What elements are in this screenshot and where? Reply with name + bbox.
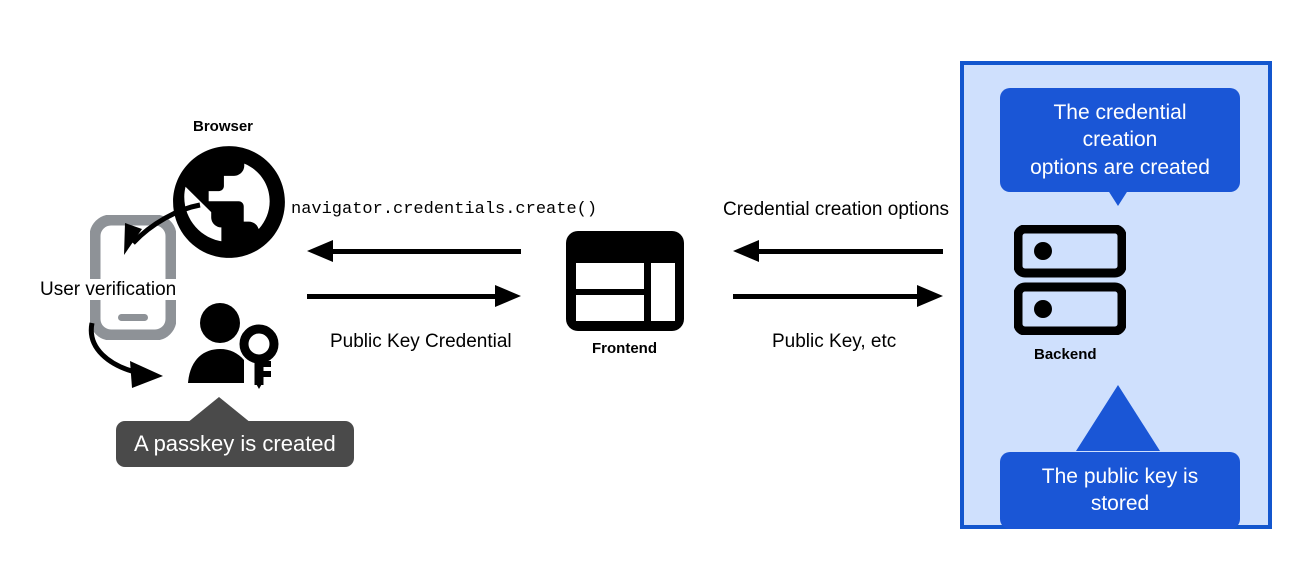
passkey-tooltip: A passkey is created — [116, 421, 354, 467]
browser-icon-wrapper — [168, 141, 290, 268]
person-with-key-icon — [188, 303, 279, 389]
backend-bottom-callout-tail — [1076, 385, 1160, 451]
browser-frontend-outbound-label: Public Key Credential — [330, 331, 512, 352]
browser-frontend-inbound-arrow — [307, 240, 521, 262]
browser-label: Browser — [193, 118, 254, 135]
globe-icon — [173, 146, 285, 258]
arrow-shaft — [733, 293, 919, 299]
frontend-backend-inbound-arrow — [733, 240, 943, 262]
arrow-shaft — [331, 248, 521, 254]
frontend-label: Frontend — [592, 340, 657, 357]
frontend-backend-outbound-arrow — [733, 285, 943, 307]
frontend-backend-outbound-label: Public Key, etc — [772, 331, 897, 352]
backend-bottom-callout-line-2: stored — [1090, 492, 1150, 516]
arrow-head-left-icon — [307, 240, 333, 262]
user-verification-arrow-wrapper — [100, 195, 210, 290]
passkey-tooltip-tail — [187, 397, 251, 423]
frontend-backend-inbound-label: Credential creation options — [723, 199, 950, 220]
backend-top-callout-line-2: options are created — [1030, 155, 1210, 179]
user-verification-label: User verification — [38, 279, 179, 302]
server-storage-icon — [1013, 224, 1127, 336]
arrow-shaft — [757, 248, 943, 254]
web-layout-icon — [566, 231, 684, 331]
backend-icon-wrapper — [1013, 224, 1127, 340]
backend-top-callout-line-1: The credential creation — [1053, 101, 1187, 152]
arrow-head-right-icon — [917, 285, 943, 307]
backend-label: Backend — [1034, 346, 1097, 363]
passkey-arrow-wrapper — [75, 318, 185, 403]
smartphone-icon — [89, 214, 177, 341]
arrow-shaft — [307, 293, 497, 299]
arrow-head-right-icon — [495, 285, 521, 307]
browser-frontend-outbound-arrow — [307, 285, 521, 307]
phone-icon-wrapper — [89, 214, 177, 345]
user-key-icon-wrapper — [186, 303, 286, 394]
frontend-icon-wrapper — [566, 231, 684, 336]
browser-frontend-inbound-label: navigator.credentials.create() — [291, 200, 598, 219]
backend-bottom-callout: The public key is stored — [1000, 452, 1240, 529]
backend-top-callout: The credential creation options are crea… — [1000, 88, 1240, 192]
user-verification-text: User verification — [38, 279, 179, 300]
curved-arrow-down-right-icon — [88, 322, 163, 388]
arrow-head-left-icon — [733, 240, 759, 262]
curved-arrow-down-icon — [124, 202, 201, 255]
backend-bottom-callout-line-1: The public key is — [1041, 465, 1199, 488]
